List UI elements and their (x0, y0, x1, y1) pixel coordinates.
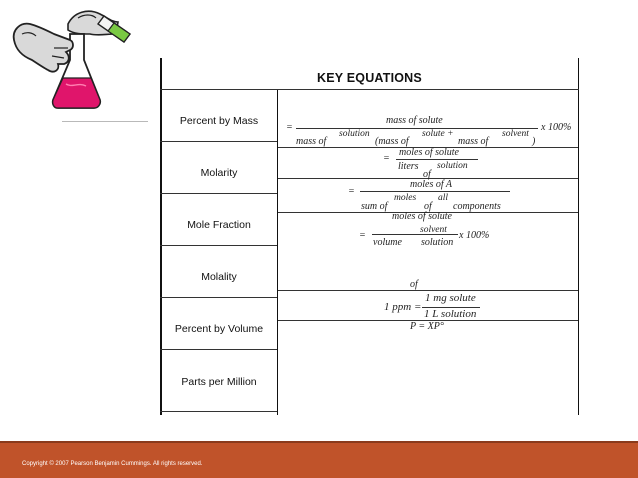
mm-times-100: x 100% (459, 230, 490, 241)
eq-rule (278, 147, 578, 148)
pbm-equals: = (286, 122, 293, 133)
mf-den-of: of (424, 201, 432, 212)
table-right-border (578, 58, 579, 415)
mm-den-volume: volume (373, 237, 402, 248)
mol-of: of (423, 169, 431, 180)
mm-fraction-bar (372, 234, 458, 235)
mol-equals: = (383, 153, 390, 164)
table-left-border (160, 58, 162, 415)
pbm-close-paren: ) (532, 136, 536, 147)
pbm-den-paren-mass-of: (mass of (375, 136, 409, 147)
row-label-mole-fraction: Mole Fraction (187, 219, 251, 231)
mf-fraction-bar (360, 191, 510, 192)
copyright-text: Copyright © 2007 Pearson Benjamin Cummin… (22, 461, 203, 467)
mm-numerator: moles of solute (392, 211, 452, 222)
pbm-sup-solvent: solvent (502, 129, 529, 139)
row-rule (160, 193, 277, 194)
table-title: KEY EQUATIONS (317, 71, 422, 85)
ppm-of: of (410, 279, 418, 290)
pbm-den-mass-of-2: mass of (458, 136, 489, 147)
pbm-fraction-bar (296, 128, 538, 129)
row-rule (160, 141, 277, 142)
footer-top-rule (0, 441, 638, 443)
mf-den-sum-of: sum of (361, 201, 388, 212)
row-label-percent-by-volume: Percent by Volume (174, 323, 264, 335)
ppm-fraction-bar (422, 307, 480, 308)
mol-sup-solution: solution (437, 161, 468, 171)
ppm-denominator: 1 L solution (424, 308, 477, 320)
mf-den-components: components (453, 201, 501, 212)
pbm-sup-solution: solution (339, 129, 370, 139)
row-rule (160, 245, 277, 246)
eq-rule (278, 290, 578, 291)
erlenmeyer-flask-icon (51, 33, 102, 109)
pbm-sup-solute: solute + (422, 129, 454, 139)
decorative-rule (62, 121, 148, 122)
mol-fraction-bar (396, 159, 478, 160)
table-header-rule (160, 89, 579, 90)
table-divider (277, 89, 278, 415)
mf-sup-all: all (438, 193, 449, 203)
eq-rule (278, 320, 578, 321)
footer-bar (0, 441, 638, 478)
mm-sup-solvent: solvent (420, 225, 447, 235)
eq-rule (278, 178, 578, 179)
eq-rule (278, 212, 578, 213)
mm-equals: = (359, 230, 366, 241)
mf-equals: = (348, 186, 355, 197)
ppm-lhs: 1 ppm = (384, 301, 422, 313)
pbm-den-mass-of: mass of (296, 136, 327, 147)
row-rule (160, 411, 277, 412)
mol-den-liters: liters (398, 161, 419, 172)
row-rule (160, 349, 277, 350)
flask-and-test-tube-clipart (12, 10, 131, 109)
raoult-law: P = XP° (410, 321, 444, 332)
row-label-percent-by-mass: Percent by Mass (179, 115, 259, 127)
test-tube-icon (97, 15, 131, 43)
row-label-molality: Molality (201, 271, 237, 283)
ppm-numerator: 1 mg solute (425, 292, 476, 304)
row-label-molarity: Molarity (200, 167, 238, 179)
mol-numerator: moles of solute (399, 147, 459, 158)
pbm-times-100: x 100% (541, 122, 572, 133)
row-label-parts-per-million: Parts per Million (181, 376, 257, 388)
pbm-numerator: mass of solute (386, 115, 443, 126)
row-rule (160, 297, 277, 298)
mf-numerator: moles of A (410, 179, 453, 190)
mf-sup-moles: moles (394, 193, 417, 203)
gloved-hand-left-icon (12, 22, 74, 73)
mm-den-solution: solution (421, 237, 454, 248)
